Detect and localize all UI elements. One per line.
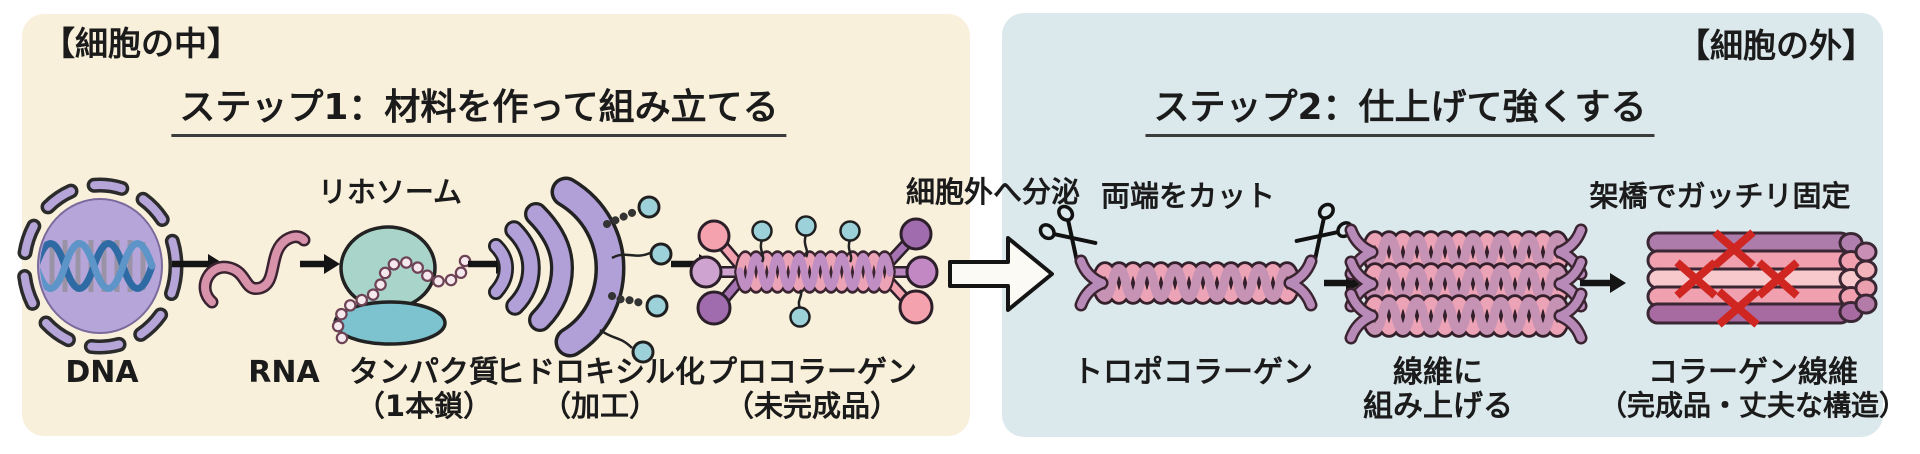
procollagen-caption-main: プロコラーゲン [707, 355, 917, 390]
outside-cell-panel [1002, 13, 1883, 437]
hydroxylation-caption: ヒドロキシル化 （加工） [495, 356, 705, 422]
fibril-caption-sub: 組み上げる [1363, 388, 1513, 424]
procollagen-caption: プロコラーゲン （未完成品） [707, 356, 917, 422]
collagen-fiber-caption: コラーゲン線維 （完成品・丈夫な構造） [1599, 356, 1907, 421]
step1-title: ステップ1：材料を作って組み立てる [171, 87, 787, 138]
inside-cell-region-label: 【細胞の中】 [42, 24, 240, 63]
hydroxylation-caption-main: ヒドロキシル化 [495, 355, 705, 390]
rna-caption: RNA [248, 355, 320, 390]
tropocollagen-caption: トロポコラーゲン [1073, 355, 1313, 390]
collagen-fiber-caption-sub: （完成品・丈夫な構造） [1598, 388, 1908, 422]
outside-cell-region-label: 【細胞の外】 [1677, 26, 1875, 65]
fibril-caption-main: 線維に [1393, 355, 1483, 390]
step2-title: ステップ2：仕上げて強くする [1145, 87, 1655, 138]
procollagen-caption-sub: （未完成品） [724, 388, 899, 423]
fibril-caption: 線維に 組み上げる [1363, 356, 1513, 423]
protein-caption: タンパク質 （1本鎖） [349, 356, 499, 422]
protein-caption-main: タンパク質 [349, 355, 499, 390]
collagen-fiber-caption-main: コラーゲン線維 [1647, 355, 1858, 390]
dna-caption: DNA [65, 355, 139, 390]
protein-caption-sub: （1本鎖） [355, 388, 493, 423]
secretion-label: 細胞外へ分泌 [905, 175, 1081, 209]
crosslink-label: 架橋でガッチリ固定 [1589, 179, 1851, 213]
hydroxylation-caption-sub: （加工） [541, 388, 658, 423]
ribosome-label: リホソーム [317, 175, 463, 209]
cut-ends-label: 両端をカット [1100, 179, 1276, 213]
